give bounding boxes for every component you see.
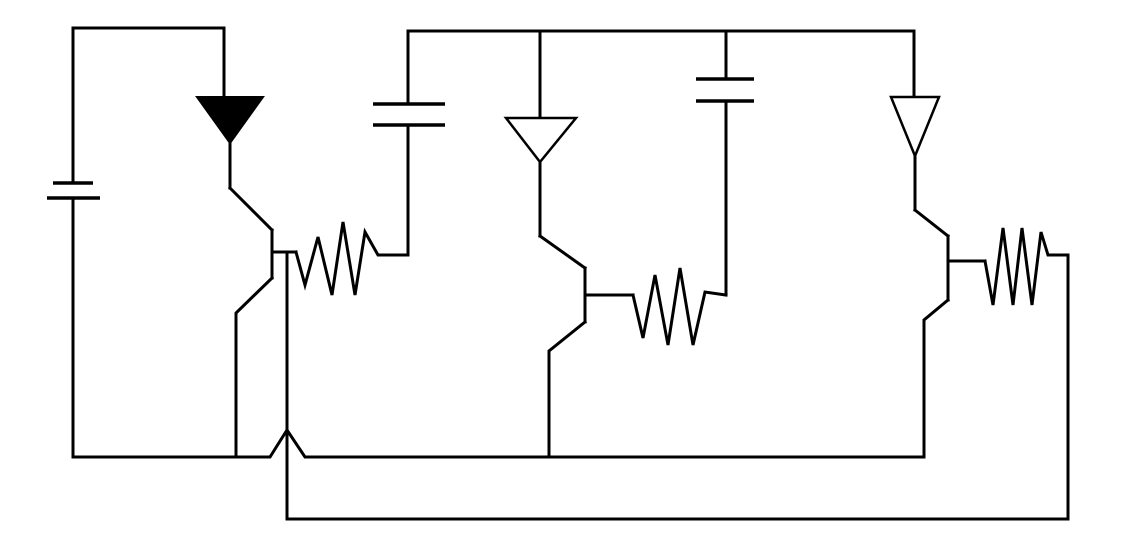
resistor-3: [983, 227, 1070, 306]
battery-branch-wire: [71, 26, 238, 459]
battery: [47, 181, 100, 200]
transistor-3: [912, 207, 987, 459]
transistor-1: [227, 185, 298, 459]
diode-open-3: [889, 95, 941, 212]
bottom-rail-wire: [234, 427, 926, 459]
resistor-1: [294, 221, 410, 296]
diode-open-2: [503, 116, 579, 238]
transistor-2: [537, 233, 635, 459]
capacitor-2: [696, 77, 754, 297]
diode-filled: [195, 96, 265, 190]
resistor-2: [631, 267, 728, 346]
capacitor-1: [373, 29, 445, 257]
top-rail-wire: [406, 29, 916, 120]
feedback-wire: [285, 250, 1070, 521]
